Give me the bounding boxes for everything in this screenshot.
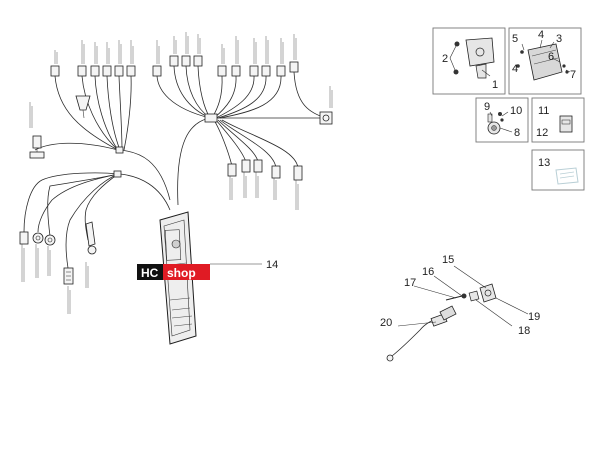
lower-left-connectors <box>19 221 97 285</box>
parts-box-13: 13 <box>531 149 585 191</box>
lower-center-connectors <box>227 159 303 181</box>
connector-label-marks <box>21 32 333 314</box>
parts-box-1-2: 2 1 <box>432 27 506 95</box>
upper-left-connectors <box>50 55 299 77</box>
harness-wires <box>23 65 326 269</box>
callout-18: 18 <box>518 325 530 337</box>
callout-10: 10 <box>510 105 522 117</box>
watermark-hc: HC <box>141 266 159 280</box>
callout-17: 17 <box>404 277 416 289</box>
junction-center <box>204 113 218 123</box>
callout-9: 9 <box>484 101 490 113</box>
callout-20: 20 <box>380 317 392 329</box>
callout-11: 11 <box>538 105 549 117</box>
junction-upper-left <box>115 146 124 154</box>
callout-4-lower: 4 <box>512 63 518 75</box>
parts-box-8-10: 9 10 8 <box>475 97 529 143</box>
callout-19: 19 <box>528 311 540 323</box>
callout-3: 3 <box>556 33 562 45</box>
callout-13: 13 <box>538 157 550 169</box>
callout-6: 6 <box>548 51 554 63</box>
callout-12: 12 <box>536 127 548 139</box>
callout-8: 8 <box>514 127 520 139</box>
callout-5: 5 <box>512 33 518 45</box>
left-connector <box>29 135 45 159</box>
callout-15: 15 <box>442 254 454 266</box>
callout-1: 1 <box>492 79 498 91</box>
callout-16: 16 <box>422 266 434 278</box>
callout-14: 14 <box>266 259 278 271</box>
y-plug <box>75 95 91 119</box>
main-wiring-harness <box>19 32 333 345</box>
sensor-assembly: 15 16 17 19 18 20 <box>380 254 540 362</box>
parts-box-11-12: 11 12 <box>531 97 585 143</box>
callout-2: 2 <box>442 53 448 65</box>
hcshop-watermark: HC shop <box>137 264 210 280</box>
watermark-shop: shop <box>167 266 196 280</box>
callout-7: 7 <box>570 69 576 81</box>
right-sensor-connector <box>319 111 333 125</box>
parts-box-3-7: 5 4 3 6 4 7 <box>508 27 582 95</box>
junction-lower-left <box>113 170 122 178</box>
callout-4-upper: 4 <box>538 29 544 41</box>
